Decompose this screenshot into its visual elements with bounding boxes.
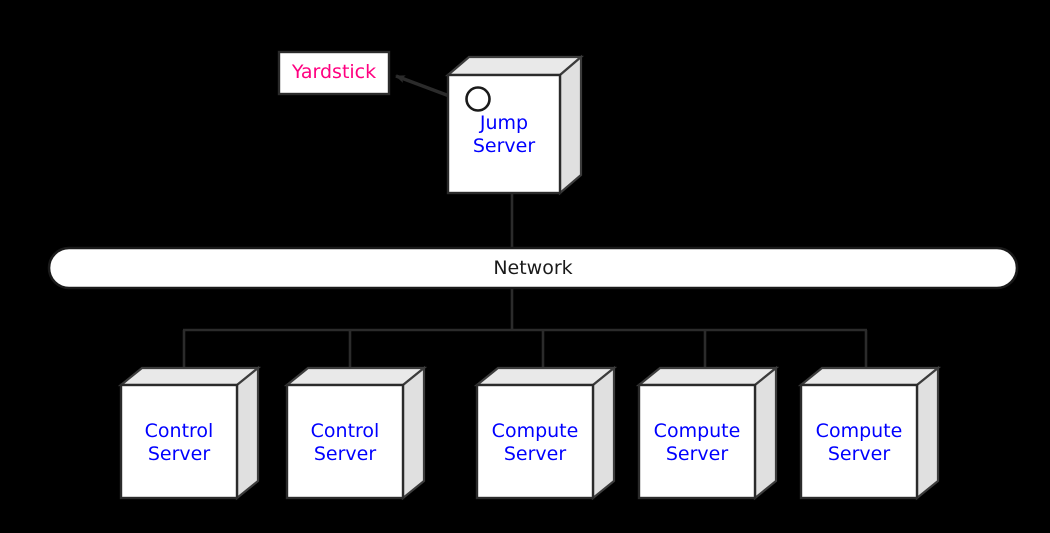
server-top-face xyxy=(635,366,780,387)
jump-server-top-face xyxy=(445,55,584,77)
server-side-face xyxy=(591,365,616,501)
server-node-4[interactable] xyxy=(635,365,780,501)
server-front-face xyxy=(637,383,757,500)
jump-server-socket-icon xyxy=(465,86,491,112)
server-node-5[interactable] xyxy=(797,365,942,501)
network-bar[interactable] xyxy=(47,246,1019,290)
jump-server-node[interactable] xyxy=(445,54,584,196)
server-side-face xyxy=(235,365,260,501)
server-node-1[interactable] xyxy=(117,365,262,501)
server-front-face xyxy=(285,383,405,500)
server-side-face xyxy=(915,365,940,501)
jump-server-front-face xyxy=(446,73,562,195)
server-front-face xyxy=(475,383,595,500)
server-top-face xyxy=(283,366,428,387)
server-top-face xyxy=(797,366,942,387)
jump-server-side-face xyxy=(558,54,583,196)
server-side-face xyxy=(753,365,778,501)
server-side-face xyxy=(401,365,426,501)
connector-group xyxy=(182,193,868,372)
server-node-3[interactable] xyxy=(473,365,618,501)
server-top-face xyxy=(117,366,262,387)
server-top-face xyxy=(473,366,618,387)
server-node-2[interactable] xyxy=(283,365,428,501)
yardstick-box[interactable] xyxy=(277,50,391,96)
server-front-face xyxy=(799,383,919,500)
server-front-face xyxy=(119,383,239,500)
